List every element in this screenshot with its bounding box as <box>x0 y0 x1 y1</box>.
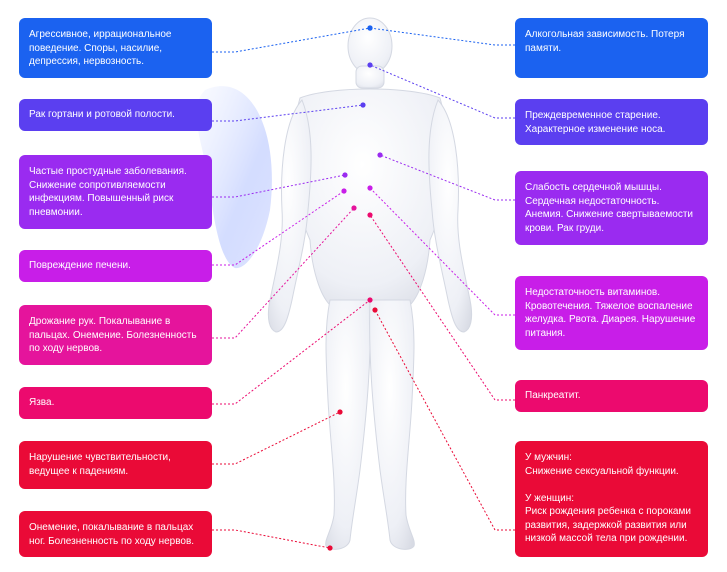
left-body-point <box>337 409 343 415</box>
left-connector-line <box>212 207 355 339</box>
right-body-point <box>372 307 378 313</box>
right-body-point <box>367 185 373 191</box>
right-connector-line <box>379 154 515 201</box>
right-connector-line <box>369 64 515 119</box>
left-body-point <box>342 172 348 178</box>
left-info-box: Дрожание рук. Покалывание в пальцах. Оне… <box>19 305 212 365</box>
left-info-box: Агрессивное, иррациональное поведение. С… <box>19 18 212 78</box>
left-info-text: Онемение, покалывание в пальцах ног. Бол… <box>29 522 195 547</box>
left-info-text: Дрожание рук. Покалывание в пальцах. Оне… <box>29 316 197 354</box>
left-body-point <box>360 102 366 108</box>
right-info-text: Слабость сердечной мышцы. Сердечная недо… <box>525 182 694 234</box>
right-info-text: Панкреатит. <box>525 390 581 402</box>
right-body-point <box>367 25 373 31</box>
right-connector-line <box>369 27 515 46</box>
left-info-text: Рак гортани и ротовой полости. <box>29 109 175 121</box>
right-info-box: Панкреатит. <box>515 380 708 412</box>
right-info-box: У мужчин: Снижение сексуальной функции. … <box>515 441 708 557</box>
human-figure <box>267 17 473 550</box>
left-info-box: Частые простудные заболевания. Снижение … <box>19 155 212 229</box>
left-info-box: Повреждение печени. <box>19 250 212 282</box>
left-connector-line <box>212 104 364 122</box>
right-info-text: Преждевременное старение. Характерное из… <box>525 110 666 135</box>
background-swoosh <box>196 86 272 269</box>
left-info-box: Нарушение чувствительности, ведущее к па… <box>19 441 212 489</box>
right-info-box: Преждевременное старение. Характерное из… <box>515 99 708 145</box>
left-info-text: Частые простудные заболевания. Снижение … <box>29 166 187 218</box>
left-info-box: Рак гортани и ротовой полости. <box>19 99 212 131</box>
left-info-text: Агрессивное, иррациональное поведение. С… <box>29 29 172 67</box>
right-info-text: Недостаточность витаминов. Кровотечения.… <box>525 287 696 339</box>
right-connector-line <box>374 309 515 531</box>
right-body-point <box>367 62 373 68</box>
left-body-point <box>327 545 333 551</box>
right-info-text: Алкогольная зависимость. Потеря памяти. <box>525 29 685 54</box>
left-connector-line <box>212 27 371 53</box>
right-info-box: Слабость сердечной мышцы. Сердечная недо… <box>515 171 708 245</box>
left-body-point <box>341 188 347 194</box>
right-body-point <box>377 152 383 158</box>
right-info-text: У мужчин: Снижение сексуальной функции. … <box>525 452 691 544</box>
right-body-point <box>367 212 373 218</box>
right-connector-line <box>369 187 515 316</box>
left-connector-line <box>212 529 331 549</box>
right-info-box: Алкогольная зависимость. Потеря памяти. <box>515 18 708 78</box>
left-connector-line <box>212 174 346 198</box>
right-info-box: Недостаточность витаминов. Кровотечения.… <box>515 276 708 350</box>
left-info-box: Язва. <box>19 387 212 419</box>
left-connector-line <box>212 299 371 405</box>
left-info-text: Язва. <box>29 397 55 409</box>
left-body-point <box>367 297 373 303</box>
right-connector-line <box>369 214 515 401</box>
left-info-box: Онемение, покалывание в пальцах ног. Бол… <box>19 511 212 557</box>
left-body-point <box>351 205 357 211</box>
left-info-text: Повреждение печени. <box>29 260 131 272</box>
left-info-text: Нарушение чувствительности, ведущее к па… <box>29 452 171 477</box>
left-connector-line <box>212 411 341 465</box>
